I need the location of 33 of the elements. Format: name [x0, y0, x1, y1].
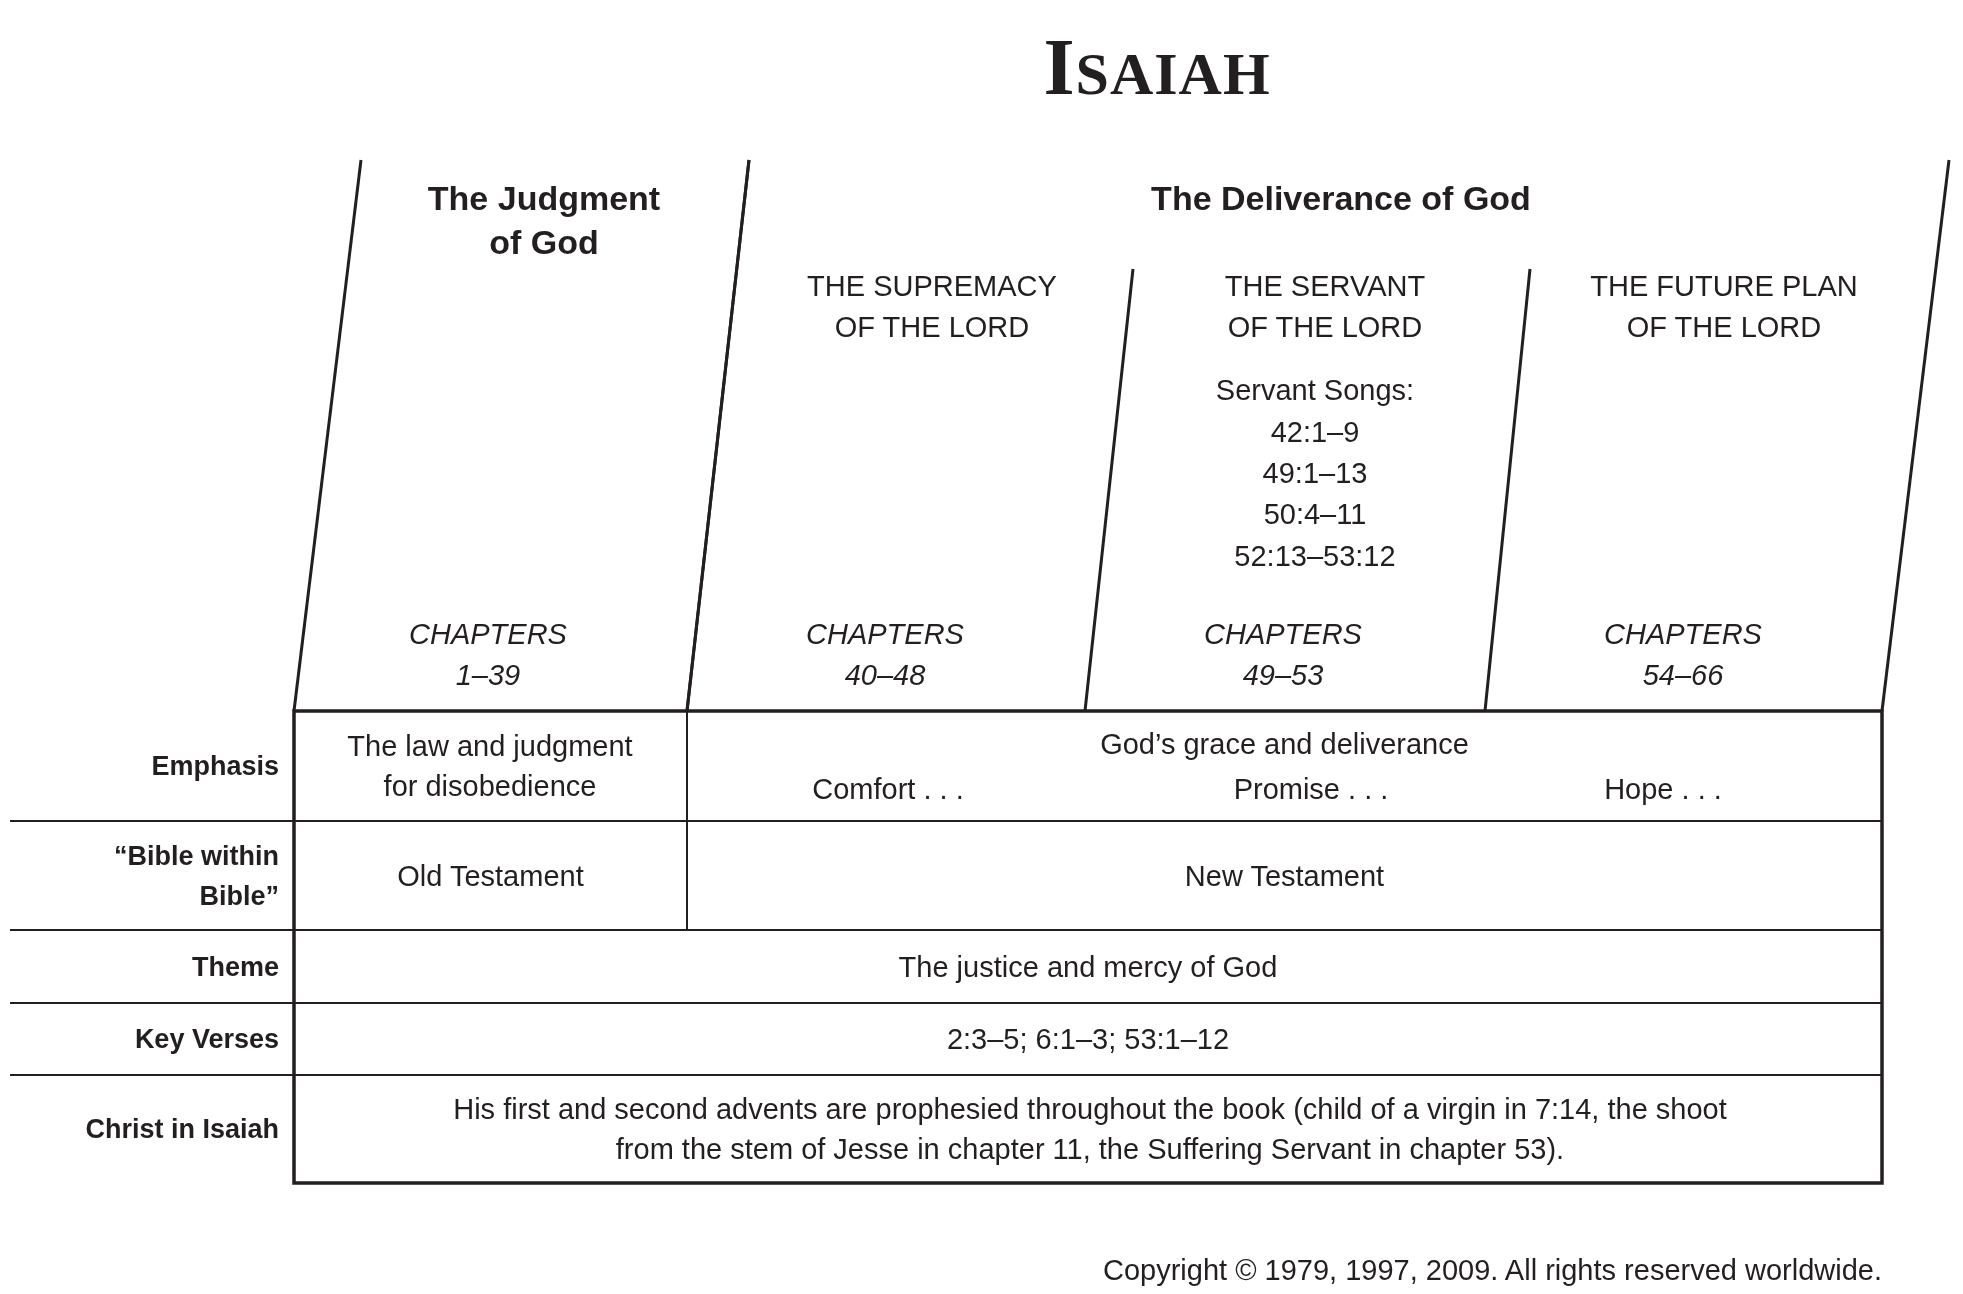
- row-header: Theme: [191, 950, 279, 984]
- section-text: 49:1–13: [1261, 456, 1369, 491]
- section-text: Servant Songs:: [1214, 373, 1416, 408]
- chart-title: ISAIAH: [1042, 22, 1272, 113]
- table-text: Comfort . . .: [812, 772, 964, 807]
- row-header: Christ in Isaiah: [85, 1113, 279, 1146]
- section-subheading: THE SERVANT OF THE LORD: [1223, 269, 1427, 345]
- section-panel: [687, 160, 1949, 711]
- section-heading: The Deliverance of God: [1150, 178, 1532, 219]
- table-text: Hope . . .: [1604, 772, 1722, 807]
- table-text: Old Testament: [397, 858, 584, 894]
- row-header: Emphasis: [151, 750, 279, 783]
- chapter-range: CHAPTERS 49–53: [1203, 617, 1363, 693]
- chapter-range: CHAPTERS 40–48: [805, 617, 965, 693]
- table-text: New Testament: [1184, 858, 1385, 894]
- chapter-range: CHAPTERS 1–39: [408, 617, 568, 693]
- section-heading: The Judgment of God: [426, 178, 662, 263]
- table-text: Promise . . .: [1233, 772, 1389, 807]
- table-text: His first and second advents are prophesied throughout the book (child of a virgin in 7:14, the shoot from the stem of Jesse in chapter 11, the Suffering Servant in chapter 53).: [452, 1092, 1728, 1167]
- section-text: 42:1–9: [1269, 415, 1361, 450]
- table-text: God’s grace and deliverance: [1100, 727, 1469, 762]
- section-text: 52:13–53:12: [1233, 539, 1397, 574]
- section-subheading: THE FUTURE PLAN OF THE LORD: [1589, 269, 1859, 345]
- chapter-range: CHAPTERS 54–66: [1603, 617, 1763, 693]
- table-text: The justice and mercy of God: [898, 949, 1278, 985]
- table-text: 2:3–5; 6:1–3; 53:1–12: [946, 1022, 1230, 1057]
- section-subheading: THE SUPREMACY OF THE LORD: [806, 269, 1058, 345]
- table-text: The law and judgment for disobedience: [346, 729, 634, 804]
- row-header: Key Verses: [134, 1023, 279, 1056]
- copyright-text: Copyright © 1979, 1997, 2009. All rights reserved worldwide.: [1102, 1253, 1882, 1288]
- section-panel: [1085, 269, 1530, 711]
- section-text: 50:4–11: [1262, 497, 1368, 532]
- row-header: “Bible within Bible”: [113, 839, 279, 913]
